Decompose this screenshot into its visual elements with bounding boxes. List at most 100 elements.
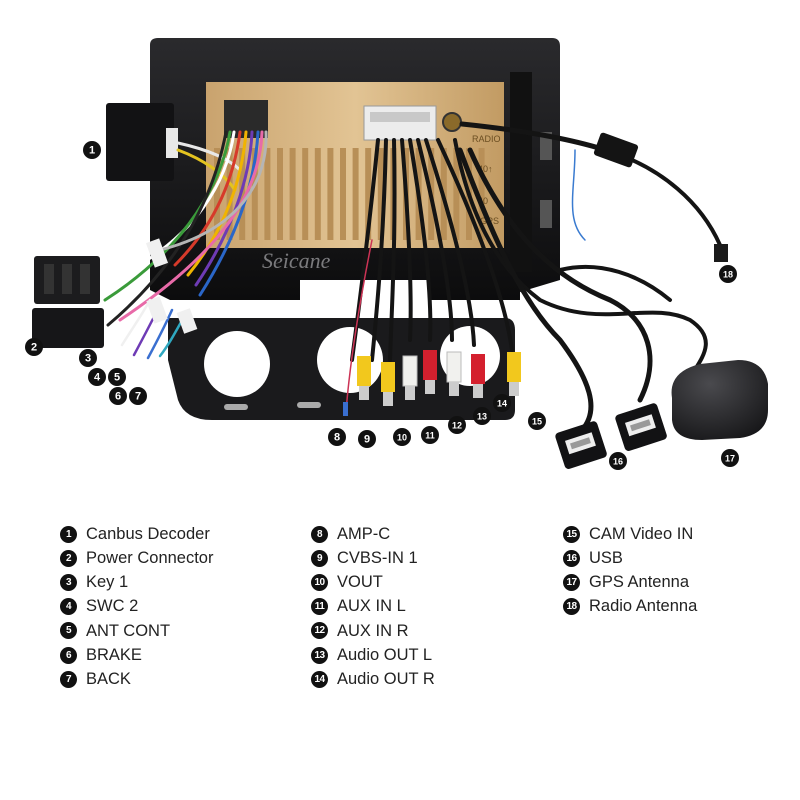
brand-watermark: Seicane xyxy=(262,248,331,273)
callout-18: 18 xyxy=(719,265,737,283)
legend-label: AUX IN L xyxy=(337,597,406,616)
callout-13: 13 xyxy=(473,407,491,425)
legend-number-badge: 9 xyxy=(311,549,328,567)
legend-number-badge: 3 xyxy=(60,573,77,591)
rca-plug-cam-in xyxy=(507,352,521,396)
power-connector-plug xyxy=(32,256,104,348)
legend-number-badge: 16 xyxy=(563,549,580,567)
callout-14: 14 xyxy=(493,394,511,412)
chassis-vent-slot xyxy=(226,148,233,240)
legend-item: 5 ANT CONT xyxy=(60,619,213,643)
legend-label: GPS Antenna xyxy=(589,573,689,592)
legend-item: 15 CAM Video IN xyxy=(563,522,697,546)
legend-label: SWC 2 xyxy=(86,597,139,616)
callout-17: 17 xyxy=(721,449,739,467)
callout-5: 5 xyxy=(108,368,126,386)
legend-number-badge: 6 xyxy=(60,646,77,664)
legend-number-badge: 18 xyxy=(563,598,580,616)
rca-plug-aux-l xyxy=(402,355,418,400)
legend-number-badge: 2 xyxy=(60,549,77,567)
legend-label: Canbus Decoder xyxy=(86,524,210,543)
chassis-vent-slot xyxy=(314,148,321,240)
svg-text:12: 12 xyxy=(452,421,462,431)
legend-item: 3 Key 1 xyxy=(60,570,213,594)
svg-text:8: 8 xyxy=(334,432,340,444)
legend-label: Audio OUT R xyxy=(337,669,435,688)
slot-label-b: 40 xyxy=(478,196,488,206)
wire-label-tag xyxy=(146,296,168,324)
callout-8: 8 xyxy=(328,428,346,446)
legend-item: 12 AUX IN R xyxy=(311,619,435,643)
legend-number-badge: 1 xyxy=(60,525,77,543)
mount-bracket xyxy=(540,132,552,160)
mount-slot xyxy=(297,402,321,408)
legend-label: AMP-C xyxy=(337,524,391,543)
chassis-vent-slot xyxy=(453,148,460,240)
radio-antenna-inline-box xyxy=(593,132,639,168)
callout-6: 6 xyxy=(109,387,127,405)
svg-text:17: 17 xyxy=(725,454,735,464)
legend-label: Audio OUT L xyxy=(337,645,433,664)
callout-12: 12 xyxy=(448,416,466,434)
callout-7: 7 xyxy=(129,387,147,405)
svg-text:9: 9 xyxy=(364,434,370,446)
svg-text:18: 18 xyxy=(723,270,733,280)
chassis-vent-slot xyxy=(340,148,346,240)
svg-text:1: 1 xyxy=(89,145,95,157)
rca-plug-cvbs-in xyxy=(357,356,371,400)
svg-text:11: 11 xyxy=(425,431,435,441)
legend-number-badge: 15 xyxy=(563,525,580,543)
legend-number-badge: 12 xyxy=(311,622,328,640)
wire-label-tag xyxy=(145,238,169,268)
callout-2: 2 xyxy=(25,338,43,356)
wire-label-tag xyxy=(176,308,198,334)
svg-text:6: 6 xyxy=(115,391,121,403)
chassis-vent-slot xyxy=(365,148,372,240)
svg-text:2: 2 xyxy=(31,342,37,354)
legend-label: AUX IN R xyxy=(337,621,409,640)
rca-plug-vout xyxy=(381,362,395,406)
rca-cables xyxy=(345,138,514,413)
svg-text:4: 4 xyxy=(94,372,101,384)
canbus-decoder-box xyxy=(106,103,178,181)
usb-plug-right xyxy=(615,403,667,451)
usb-plug-left xyxy=(555,421,607,469)
callout-1: 1 xyxy=(83,141,101,159)
callout-9: 9 xyxy=(358,430,376,448)
legend-label: ANT CONT xyxy=(86,621,171,640)
legend-label: VOUT xyxy=(337,573,383,592)
callout-3: 3 xyxy=(79,349,97,367)
mount-bracket xyxy=(540,200,552,228)
chassis-vent-slot xyxy=(251,148,258,240)
rca-plug-audio-out-l xyxy=(446,351,462,396)
aux-connector xyxy=(363,105,437,141)
chassis-vent-slot xyxy=(377,148,384,240)
wire-harness xyxy=(103,130,268,360)
legend-label: Power Connector xyxy=(86,549,214,568)
legend-item: 2 Power Connector xyxy=(60,546,213,570)
legend-number-badge: 5 xyxy=(60,622,77,640)
svg-text:7: 7 xyxy=(135,391,141,403)
legend-label: Key 1 xyxy=(86,573,129,592)
callout-11: 11 xyxy=(421,426,439,444)
vent-hole xyxy=(204,331,270,397)
svg-text:16: 16 xyxy=(613,457,623,467)
svg-text:3: 3 xyxy=(85,353,91,365)
svg-text:10: 10 xyxy=(397,433,407,443)
legend-item: 17 GPS Antenna xyxy=(563,570,697,594)
svg-text:14: 14 xyxy=(497,399,507,409)
legend-number-badge: 17 xyxy=(563,573,580,591)
legend-label: CAM Video IN xyxy=(589,524,694,543)
